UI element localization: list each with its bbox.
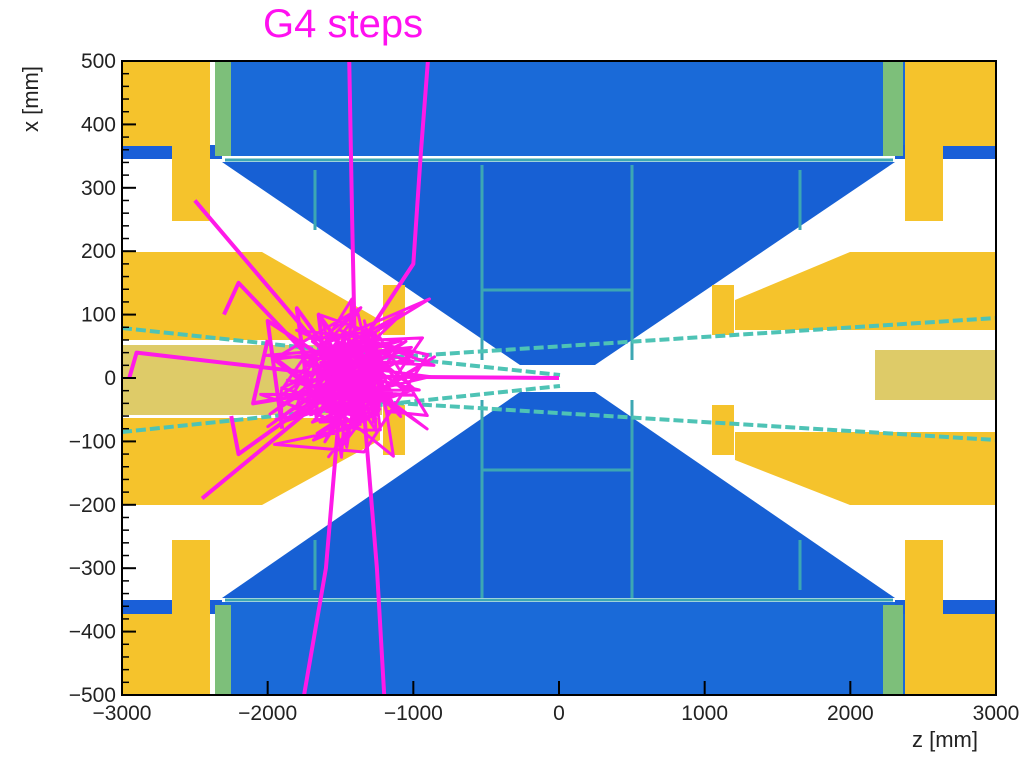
barrel-lower bbox=[222, 392, 895, 598]
y-tick-label: 0 bbox=[104, 367, 116, 390]
track-step bbox=[302, 396, 343, 695]
y-tick-label: 300 bbox=[81, 177, 116, 200]
track-step bbox=[265, 318, 328, 429]
x-axis-label: z [mm] bbox=[912, 727, 978, 752]
x-tick-label: 0 bbox=[553, 702, 565, 725]
y-tick-label: 100 bbox=[81, 304, 116, 327]
quad-right-upper bbox=[735, 252, 996, 330]
y-tick-label: 200 bbox=[81, 240, 116, 263]
y-axis-ticks: −500 −400 −300 −200 −100 0 100 200 300 400 500 bbox=[69, 50, 136, 707]
y-tick-label: −400 bbox=[69, 621, 116, 644]
magnet-right-bottom bbox=[905, 540, 943, 695]
x-tick-label: 2000 bbox=[827, 702, 874, 725]
barrel-upper bbox=[222, 162, 895, 365]
quad-right-lower bbox=[735, 432, 996, 505]
x-tick-label: −3000 bbox=[93, 702, 152, 725]
y-tick-label: −500 bbox=[69, 684, 116, 707]
yoke-bottom bbox=[215, 602, 905, 695]
track-step bbox=[127, 350, 356, 380]
x-tick-label: 1000 bbox=[681, 702, 728, 725]
yoke-top bbox=[215, 61, 905, 156]
y-tick-label: 400 bbox=[81, 113, 116, 136]
x-tick-label: −1000 bbox=[384, 702, 443, 725]
y-tick-label: −200 bbox=[69, 494, 116, 517]
g4-step-tracks bbox=[127, 61, 560, 695]
x-axis-ticks: −3000 −2000 −1000 0 1000 2000 3000 bbox=[93, 681, 1020, 725]
x-tick-label: 3000 bbox=[973, 702, 1020, 725]
chart-title: G4 steps bbox=[263, 2, 424, 46]
magnet-left-top bbox=[172, 61, 210, 221]
track-step-cloud bbox=[259, 297, 437, 459]
track-step bbox=[353, 61, 430, 354]
x-tick-label: −2000 bbox=[238, 702, 297, 725]
y-tick-label: −300 bbox=[69, 557, 116, 580]
magnet-left-bottom bbox=[172, 540, 210, 695]
y-tick-label: 500 bbox=[81, 50, 116, 73]
magnet-right-top bbox=[905, 61, 943, 221]
detector-geometry bbox=[122, 61, 996, 695]
y-tick-label: −100 bbox=[69, 430, 116, 453]
